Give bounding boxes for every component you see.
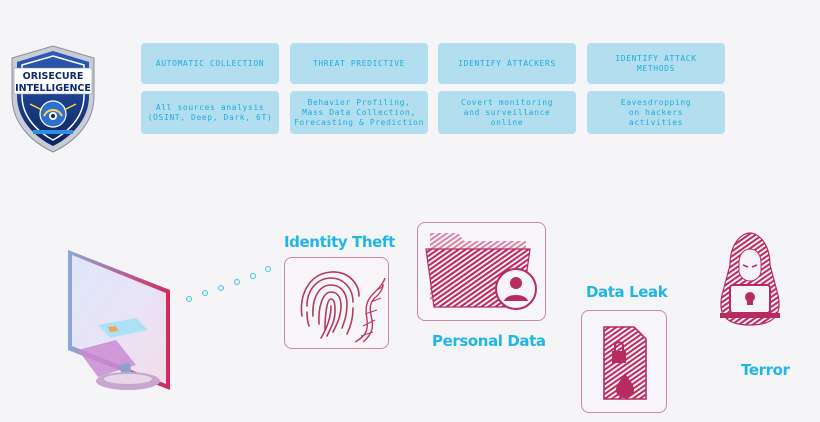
connector-dot	[202, 290, 208, 296]
data-leak-label: Data Leak	[586, 283, 668, 301]
monitor-illustration	[58, 245, 183, 395]
folder-user-icon	[425, 233, 537, 310]
identity-theft-card	[284, 257, 389, 349]
logo-line-1: ORISECURE	[23, 71, 84, 82]
shield-logo-icon: ORISECURE INTELLIGENCE	[11, 45, 95, 153]
personal-data-label: Personal Data	[432, 332, 546, 350]
connector-dot	[218, 285, 224, 291]
monitor-icon	[68, 250, 170, 390]
tile-identify-attack-methods-title: IDENTIFY ATTACK METHODS	[587, 43, 725, 84]
tile-automatic-collection-detail: All sources analysis (OSINT, Deep, Dark,…	[141, 91, 279, 134]
personal-data-card	[417, 222, 546, 321]
connector-dot	[186, 296, 192, 302]
logo-line-2: INTELLIGENCE	[15, 83, 91, 94]
tile-identify-attackers-title: IDENTIFY ATTACKERS	[438, 43, 576, 84]
tile-automatic-collection-title: AUTOMATIC COLLECTION	[141, 43, 279, 84]
connector-dot	[250, 273, 256, 279]
tile-identify-attackers-detail: Covert monitoring and surveillance onlin…	[438, 91, 576, 134]
terror-illustration	[712, 225, 788, 335]
terror-label: Terror	[741, 361, 790, 379]
tile-identify-attack-methods-detail: Eavesdropping on hackers activities	[587, 91, 725, 134]
hacker-icon	[720, 232, 780, 326]
tile-threat-predictive-title: THREAT PREDICTIVE	[290, 43, 428, 84]
identity-theft-label: Identity Theft	[284, 233, 395, 251]
data-leak-card	[581, 310, 667, 413]
locked-document-icon	[603, 326, 647, 400]
connector-dot	[234, 279, 240, 285]
tile-threat-predictive-detail: Behavior Profiling, Mass Data Collection…	[290, 91, 428, 134]
connector-dot	[265, 266, 271, 272]
dna-icon	[354, 277, 386, 343]
orisecure-logo: ORISECURE INTELLIGENCE	[8, 44, 98, 154]
fingerprint-icon	[300, 271, 360, 339]
